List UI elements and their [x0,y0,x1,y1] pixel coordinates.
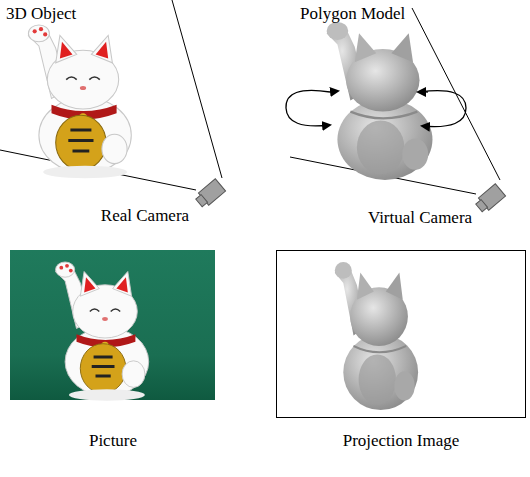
model-label: Polygon Model [300,4,405,24]
camera-label: Real Camera [101,206,189,226]
object-label: 3D Object [6,4,76,24]
camera-label: Virtual Camera [368,208,472,228]
image-label: Projection Image [343,431,460,451]
image-label: Picture [89,431,137,451]
